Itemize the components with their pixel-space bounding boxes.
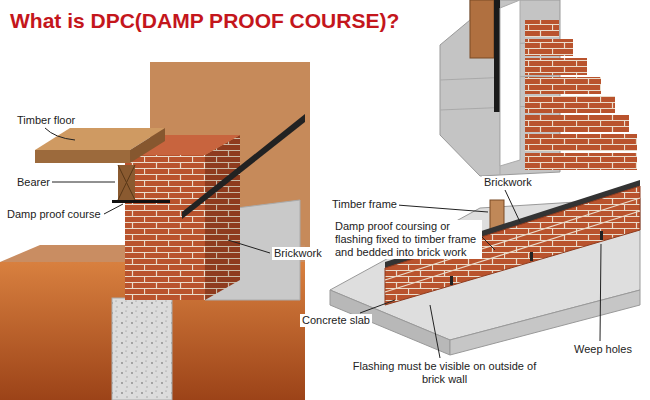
part-label: Weep holes bbox=[572, 343, 634, 356]
title: What is DPC(DAMP PROOF COURSE)? bbox=[10, 8, 399, 34]
part-label: Bearer bbox=[15, 176, 52, 189]
part-label: Brickwork bbox=[272, 247, 324, 260]
part-label: Flashing must be visible on outside of b… bbox=[350, 360, 539, 386]
part-label: Timber frame bbox=[330, 198, 399, 211]
part-label: Brickwork bbox=[482, 176, 534, 189]
part-label: Damp proof coursing or flashing fixed to… bbox=[333, 220, 482, 259]
slab-illustration bbox=[330, 180, 640, 358]
cavity-wall-illustration bbox=[440, 0, 637, 176]
part-label: Damp proof course bbox=[5, 208, 103, 221]
part-label: Concrete slab bbox=[300, 314, 372, 327]
part-label: Timber floor bbox=[15, 114, 77, 127]
left-wall-illustration bbox=[0, 62, 310, 400]
